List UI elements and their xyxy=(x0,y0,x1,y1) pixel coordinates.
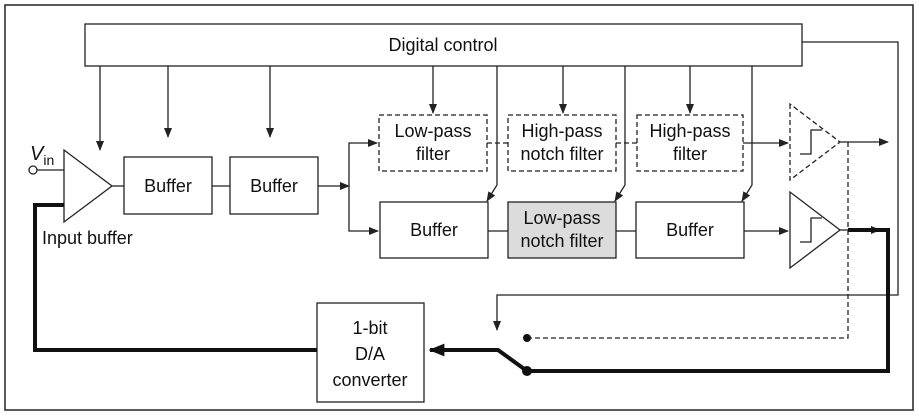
dac-label-2: D/A xyxy=(355,344,385,364)
dac-label-1: 1-bit xyxy=(352,318,387,338)
dac-block xyxy=(316,302,425,403)
control-lines xyxy=(96,41,899,331)
lower-comparator-hysteresis-icon xyxy=(800,217,822,243)
buffer-2-label: Buffer xyxy=(250,176,298,196)
buffer-4-label: Buffer xyxy=(666,220,714,240)
upper-comparator-hysteresis-icon xyxy=(800,129,822,155)
lowpass-notch-filter-label-2: notch filter xyxy=(520,231,603,251)
buffer-3-block xyxy=(379,201,489,259)
highpass-notch-filter-block xyxy=(507,114,617,172)
digital-control-block xyxy=(84,23,803,67)
feedback-path-to-input xyxy=(33,203,317,352)
highpass-filter-label-2: filter xyxy=(673,144,707,164)
switch-contact-upper xyxy=(523,334,531,342)
lowpass-filter-block xyxy=(378,114,488,172)
input-buffer-label: Input buffer xyxy=(42,228,133,248)
buffer-3-label: Buffer xyxy=(410,220,458,240)
feedback-path-selected xyxy=(528,228,890,373)
lowpass-filter-label-2: filter xyxy=(416,144,450,164)
input-buffer-amplifier xyxy=(63,148,114,224)
lowpass-filter-label-1: Low-pass xyxy=(394,121,471,141)
upper-comparator xyxy=(789,102,842,182)
diagram-frame xyxy=(4,4,914,411)
vin-label: Vin xyxy=(30,143,54,168)
buffer-1-block xyxy=(123,156,213,215)
highpass-notch-filter-label-1: High-pass xyxy=(521,121,602,141)
digital-control-label: Digital control xyxy=(388,35,497,55)
input-terminal xyxy=(28,165,38,175)
highpass-filter-block xyxy=(636,114,744,172)
buffer-4-block xyxy=(635,201,745,259)
lowpass-notch-filter-block xyxy=(507,201,617,259)
highpass-filter-label-1: High-pass xyxy=(649,121,730,141)
highpass-notch-filter-label-2: notch filter xyxy=(520,144,603,164)
dac-label-3: converter xyxy=(332,370,407,390)
switch-arm xyxy=(428,343,529,373)
lowpass-notch-filter-label-1: Low-pass xyxy=(523,208,600,228)
lower-comparator xyxy=(789,190,842,270)
buffer-2-block xyxy=(229,156,319,215)
buffer-1-label: Buffer xyxy=(144,176,192,196)
